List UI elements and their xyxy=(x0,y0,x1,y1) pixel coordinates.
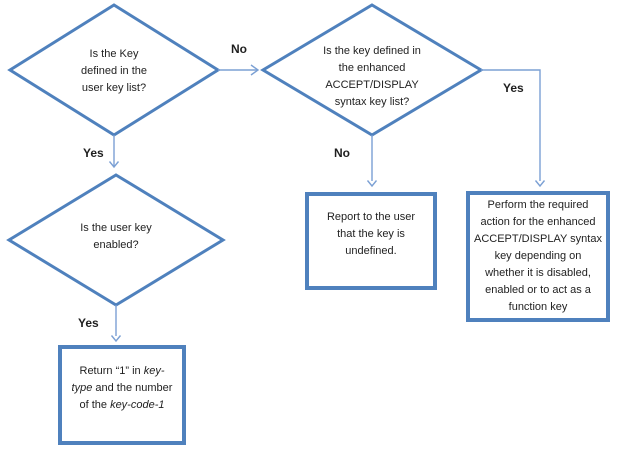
process-label: Return “1” in key- type and the number o… xyxy=(72,363,173,414)
process-label-italic: key- type xyxy=(71,364,165,394)
process-box-report-undefined: Report to the user that the key is undef… xyxy=(305,192,437,290)
decision-text-user-key-list: Is the Key defined in the user key list? xyxy=(34,40,194,102)
process-label-italic: key-code-1 xyxy=(110,398,165,411)
arrowhead-down-icon xyxy=(108,161,120,169)
process-label-part: Return “1” in xyxy=(79,364,144,377)
arrowhead-down-icon xyxy=(110,335,122,343)
edge-label-yes-left: Yes xyxy=(83,146,104,160)
process-box-perform-action: Perform the required action for the enha… xyxy=(466,191,610,322)
process-label: Report to the user that the key is undef… xyxy=(326,210,416,257)
arrowhead-down-icon xyxy=(534,180,546,188)
arrowhead-right-icon xyxy=(250,64,260,76)
decision-label: Is the Key defined in the user key list? xyxy=(80,47,148,94)
decision-text-user-key-enabled: Is the user key enabled? xyxy=(36,214,196,260)
decision-label: Is the key defined in the enhanced ACCEP… xyxy=(323,45,421,108)
decision-text-enhanced-syntax: Is the key defined in the enhanced ACCEP… xyxy=(292,42,452,112)
edge-label-no-top: No xyxy=(231,42,247,56)
edge-label-yes-right: Yes xyxy=(503,81,524,95)
process-box-return-key-type: Return “1” in key- type and the number o… xyxy=(58,345,186,445)
connector-d2-to-r3 xyxy=(481,69,541,181)
process-label-part: and the number of the xyxy=(79,381,173,411)
arrowhead-down-icon xyxy=(366,180,378,188)
edge-label-yes-bottom: Yes xyxy=(78,316,99,330)
edge-label-no-middle: No xyxy=(334,146,350,160)
process-label: Perform the required action for the enha… xyxy=(474,199,602,313)
decision-label: Is the user key enabled? xyxy=(80,222,152,251)
